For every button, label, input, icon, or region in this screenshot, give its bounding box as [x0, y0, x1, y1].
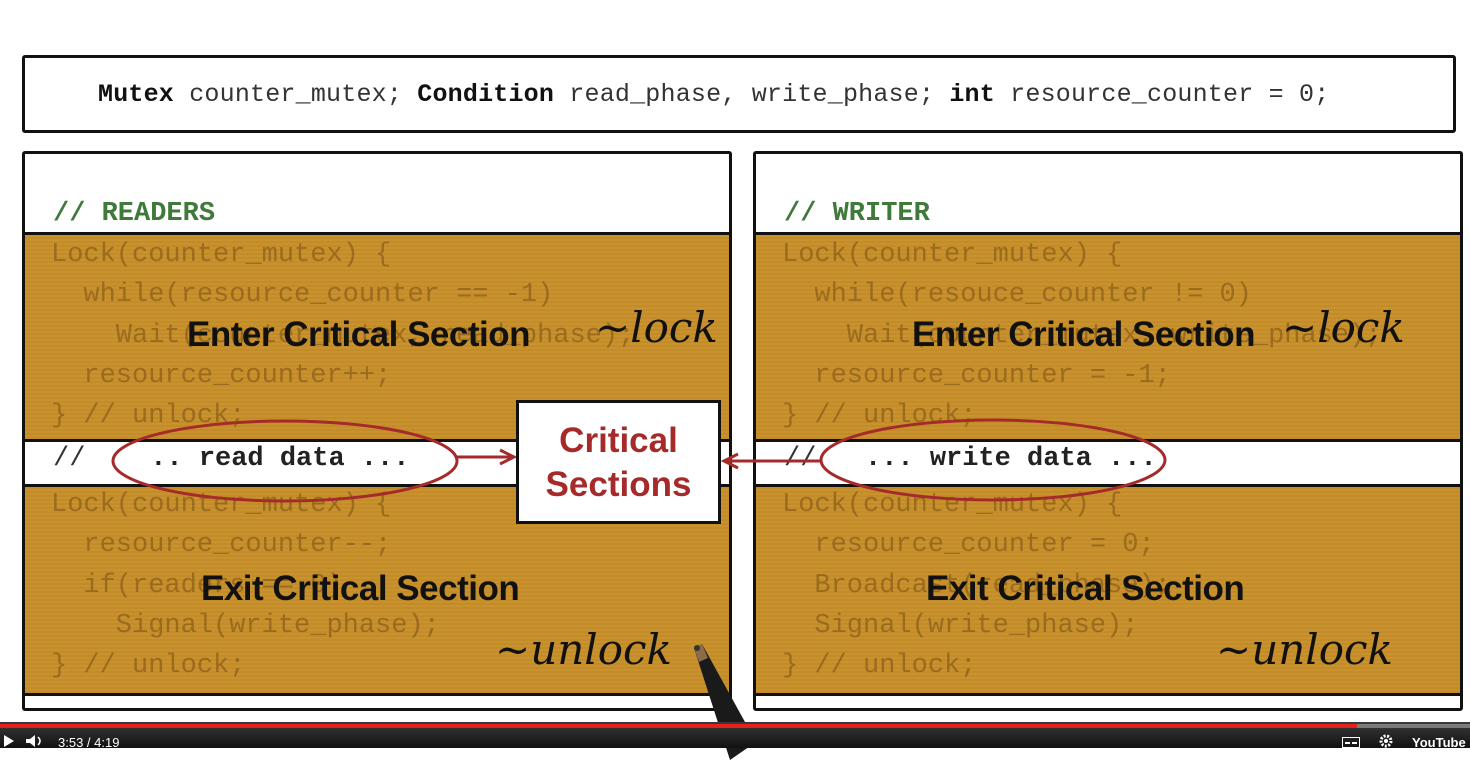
enter-critical-section-label: Enter Critical Section [187, 315, 530, 354]
gear-icon[interactable] [1378, 734, 1394, 748]
critical-sections-line1: Critical [559, 421, 678, 460]
code-line: } // unlock; [782, 401, 977, 431]
code-line: Signal(write_phase); [782, 611, 1139, 641]
write-data-line: // ... write data ... [784, 444, 1157, 474]
unlock-note: ~unlock [1216, 625, 1393, 674]
code-line: while(resouce_counter != 0) [782, 280, 1252, 310]
writer-exit-block: Lock(counter_mutex) { resource_counter =… [756, 484, 1460, 696]
critical-sections-line2: Sections [545, 465, 692, 504]
code-line: Broadcast(read_phase); [782, 571, 1171, 601]
critical-sections-box: Critical Sections [516, 400, 721, 524]
code-line: Wait(counter_mutex, read_phase); [51, 321, 635, 351]
code-line: } // unlock; [51, 651, 246, 681]
writer-panel: // WRITER Lock(counter_mutex) { while(re… [753, 151, 1463, 711]
code-line: Wait(counter_mutex, write_phase); [782, 321, 1382, 351]
write-data-ellipse [819, 418, 1167, 502]
exit-critical-section-label: Exit Critical Section [201, 569, 520, 608]
right-arrow-head [499, 448, 518, 466]
writer-header: // WRITER [784, 199, 930, 229]
left-arrow-head [720, 452, 739, 470]
code-line: resource_counter = 0; [782, 530, 1155, 560]
read-data-ellipse [111, 419, 459, 503]
code-line: } // unlock; [51, 401, 246, 431]
code-line: Lock(counter_mutex) { [51, 490, 392, 520]
unlock-note: ~unlock [495, 625, 672, 674]
code-line: Lock(counter_mutex) { [782, 240, 1123, 270]
enter-critical-section-label: Enter Critical Section [912, 315, 1255, 354]
exit-critical-section-label: Exit Critical Section [926, 569, 1245, 608]
code-line: Lock(counter_mutex) { [782, 490, 1123, 520]
code-line: } // unlock; [782, 651, 977, 681]
code-line: resource_counter--; [51, 530, 392, 560]
subtitles-icon[interactable] [1342, 737, 1360, 748]
readers-header: // READERS [53, 199, 216, 229]
lock-note: ~lock [595, 303, 718, 352]
code-line: resource_counter++; [51, 361, 392, 391]
writer-enter-block: Lock(counter_mutex) { while(resouce_coun… [756, 232, 1460, 442]
read-data-line: // .. read data ... [53, 444, 410, 474]
code-line: Lock(counter_mutex) { [51, 240, 392, 270]
code-line: resource_counter = -1; [782, 361, 1171, 391]
volume-icon[interactable] [26, 735, 46, 749]
declaration-text: Mutex counter_mutex; Condition read_phas… [98, 80, 1330, 109]
code-line: if(readers == 0) [51, 571, 343, 601]
progress-fill [0, 724, 1357, 728]
youtube-logo[interactable]: YouTube [1412, 735, 1466, 750]
play-icon[interactable] [4, 735, 22, 749]
code-line: Signal(write_phase); [51, 611, 440, 641]
lock-note: ~lock [1282, 303, 1405, 352]
readers-enter-block: Lock(counter_mutex) { while(resource_cou… [25, 232, 729, 442]
declaration-box: Mutex counter_mutex; Condition read_phas… [22, 55, 1456, 133]
time-display: 3:53 / 4:19 [58, 735, 120, 750]
code-line: while(resource_counter == -1) [51, 280, 554, 310]
